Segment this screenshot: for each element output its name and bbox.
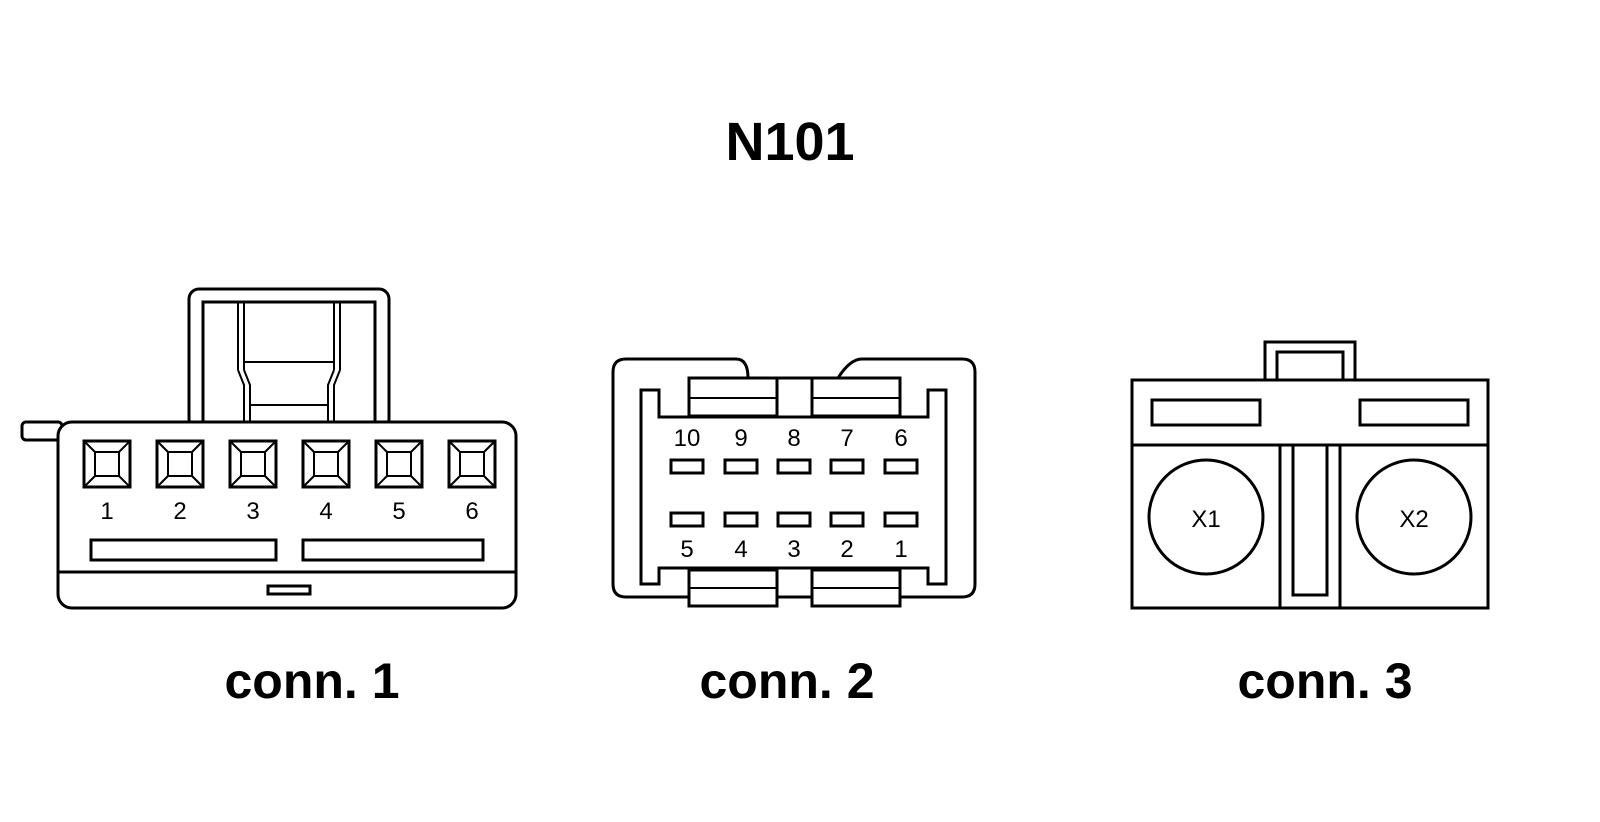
connector-3-terminal-label: X2 <box>1399 506 1428 533</box>
connector-2-pin-3 <box>776 511 812 528</box>
connector-2-pin-label: 9 <box>734 425 747 452</box>
connector-2-pin-label: 6 <box>894 425 907 452</box>
connector-3: X1 X2 <box>1130 340 1490 610</box>
connector-1-pin-label: 5 <box>392 498 405 525</box>
connector-2-pin-label: 4 <box>734 536 747 563</box>
connector-1-pin-label: 1 <box>100 498 113 525</box>
connector-2-pin-label: 8 <box>787 425 800 452</box>
connector-1: 1 2 3 4 5 6 <box>20 287 518 610</box>
connector-1-pin-label: 3 <box>246 498 259 525</box>
connector-2-pin-label: 10 <box>674 425 701 452</box>
connector-1-pin-1 <box>82 439 132 489</box>
connector-3-slot-left <box>1150 398 1262 427</box>
connector-1-pin-label: 4 <box>319 498 332 525</box>
connector-2-pin-label: 5 <box>680 536 693 563</box>
connector-1-latch <box>187 287 391 431</box>
connector-2: 10 9 8 7 6 5 4 3 2 1 <box>611 357 977 608</box>
connector-2-pin-label: 1 <box>894 536 907 563</box>
connector-1-slot-right <box>301 538 485 562</box>
connector-1-pin-4 <box>301 439 351 489</box>
connector-2-pin-label: 3 <box>787 536 800 563</box>
connector-3-terminal-label: X1 <box>1191 506 1220 533</box>
connector-2-pin-7 <box>829 458 865 475</box>
connector-1-slot-left <box>89 538 278 562</box>
diagram-title: N101 <box>725 112 854 172</box>
connector-3-terminal-x1 <box>1147 458 1265 576</box>
connector-3-slot-right <box>1358 398 1470 427</box>
connector-1-pin-label: 2 <box>173 498 186 525</box>
connector-3-terminal-x2 <box>1355 458 1473 576</box>
connector-2-pin-5 <box>669 511 705 528</box>
connector-2-label: conn. 2 <box>699 653 874 709</box>
connector-1-pin-3 <box>228 439 278 489</box>
connector-1-pin-2 <box>155 439 205 489</box>
connector-2-pin-10 <box>669 458 705 475</box>
connector-1-label: conn. 1 <box>224 653 399 709</box>
connector-2-pin-label: 7 <box>840 425 853 452</box>
connector-2-pin-4 <box>723 511 759 528</box>
connector-2-pin-label: 2 <box>840 536 853 563</box>
connector-2-inner <box>639 388 948 586</box>
connector-1-pin-6 <box>447 439 497 489</box>
connector-2-pin-8 <box>776 458 812 475</box>
connector-3-top-tab <box>1263 340 1357 384</box>
connector-2-pin-1 <box>883 511 919 528</box>
connector-1-key <box>266 584 312 596</box>
connector-2-pin-6 <box>883 458 919 475</box>
connector-1-side-tab <box>20 420 64 442</box>
connector-2-pin-9 <box>723 458 759 475</box>
connector-3-label: conn. 3 <box>1237 653 1412 709</box>
connector-2-pin-2 <box>829 511 865 528</box>
connector-1-pin-label: 6 <box>465 498 478 525</box>
connector-1-pin-5 <box>374 439 424 489</box>
